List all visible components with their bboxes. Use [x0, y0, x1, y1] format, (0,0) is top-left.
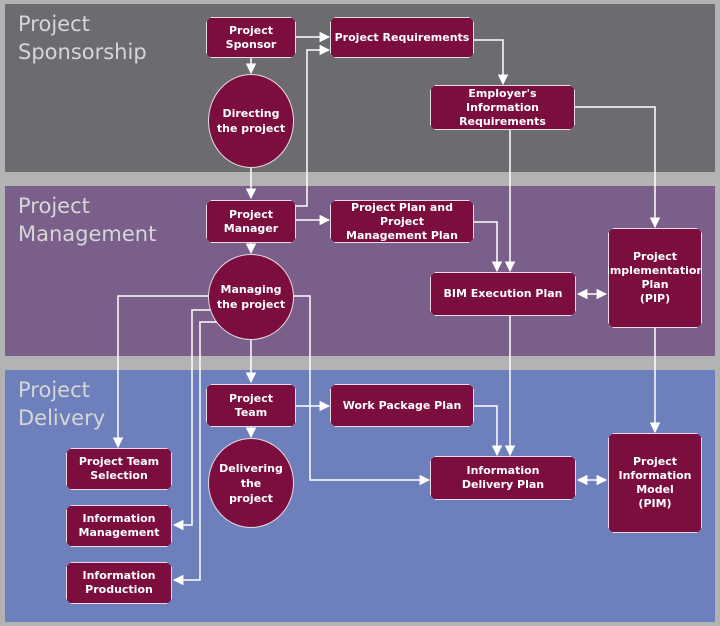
arrow-managing-to-info-production	[172, 321, 218, 586]
node-bim-execution-plan: BIM Execution Plan	[430, 272, 576, 316]
node-work-package-plan: Work Package Plan	[330, 384, 474, 427]
node-project-requirements: Project Requirements	[330, 17, 474, 58]
node-project-team-selection: Project Team Selection	[66, 448, 172, 490]
band-title-sponsorship: Project Sponsorship	[18, 12, 147, 64]
node-project-team: Project Team	[206, 384, 296, 427]
node-project-implementation-plan: Project Implementation Plan (PIP)	[608, 228, 702, 328]
node-employers-information-requirements: Employer's Information Requirements	[430, 85, 575, 130]
band-title-delivery: Project Delivery	[18, 378, 106, 430]
node-project-sponsor: Project Sponsor	[206, 17, 296, 58]
node-project-plan-and-management-plan: Project Plan and Project Management Plan	[330, 200, 474, 243]
node-project-manager: Project Manager	[206, 200, 296, 243]
node-information-delivery-plan: Information Delivery Plan	[430, 456, 576, 500]
arrow-work-package-to-idp	[474, 405, 503, 457]
node-directing-the-project: Directing the project	[208, 74, 294, 168]
arrow-managing-to-team-selection	[112, 295, 210, 449]
band-title-management: Project Management	[18, 194, 157, 246]
arrow-manager-to-requirements	[296, 44, 331, 207]
node-information-management: Information Management	[66, 505, 172, 547]
node-information-production: Information Production	[66, 562, 172, 604]
arrow-managing-to-info-management	[172, 309, 212, 531]
node-delivering-the-project: Delivering the project	[208, 438, 294, 528]
arrow-managing-to-idp	[292, 295, 431, 486]
arrow-project-plan-to-bep	[474, 221, 503, 273]
node-managing-the-project: Managing the project	[208, 254, 294, 340]
node-project-information-model: Project Information Model (PIM)	[608, 433, 702, 533]
arrow-eir-to-pip	[575, 106, 661, 229]
arrow-requirements-to-eir	[474, 39, 509, 86]
